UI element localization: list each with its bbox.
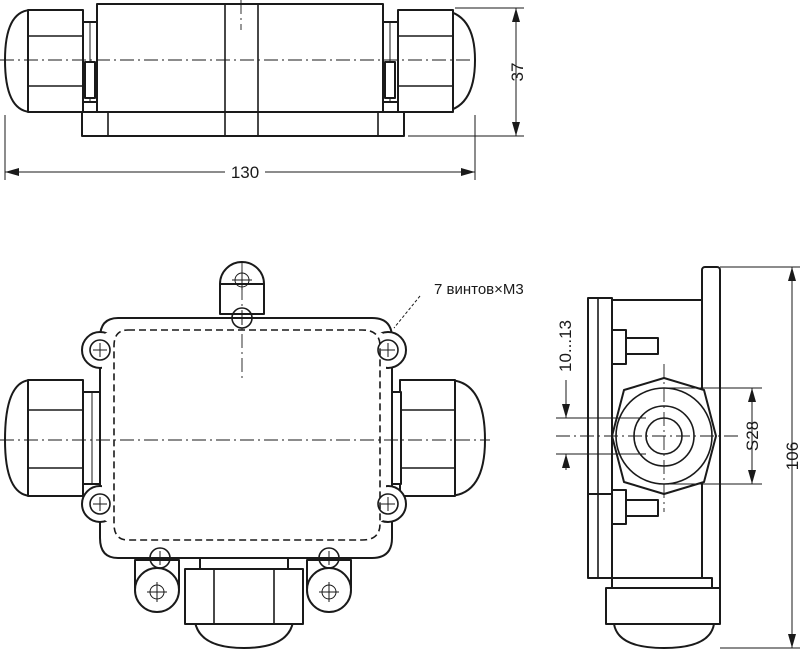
screw-icon — [377, 339, 399, 361]
dimension-length: 130 — [4, 115, 476, 182]
dimension-width: 106 — [720, 266, 800, 649]
screw-icon-group — [89, 307, 399, 569]
screw-icon — [89, 339, 111, 361]
screw-icon — [318, 547, 340, 569]
dimension-nut-size: S28 — [664, 387, 762, 485]
screw-icon — [149, 547, 171, 569]
screw-icon — [377, 493, 399, 515]
nut-size-label: S28 — [743, 421, 762, 451]
dimension-height: 37 — [408, 7, 527, 137]
width-label: 106 — [783, 442, 800, 470]
screw-icon — [89, 493, 111, 515]
height-label: 37 — [508, 63, 527, 82]
dimension-cable-range: 10...13 — [556, 320, 646, 470]
screws-note: 7 винтов×М3 — [434, 281, 524, 298]
cable-range-label: 10...13 — [556, 320, 575, 372]
plan-view — [0, 261, 490, 649]
screws-callout: 7 винтов×М3 — [393, 281, 524, 329]
end-elevation-view — [556, 266, 740, 649]
side-elevation-view — [0, 0, 480, 137]
length-label: 130 — [231, 163, 259, 182]
